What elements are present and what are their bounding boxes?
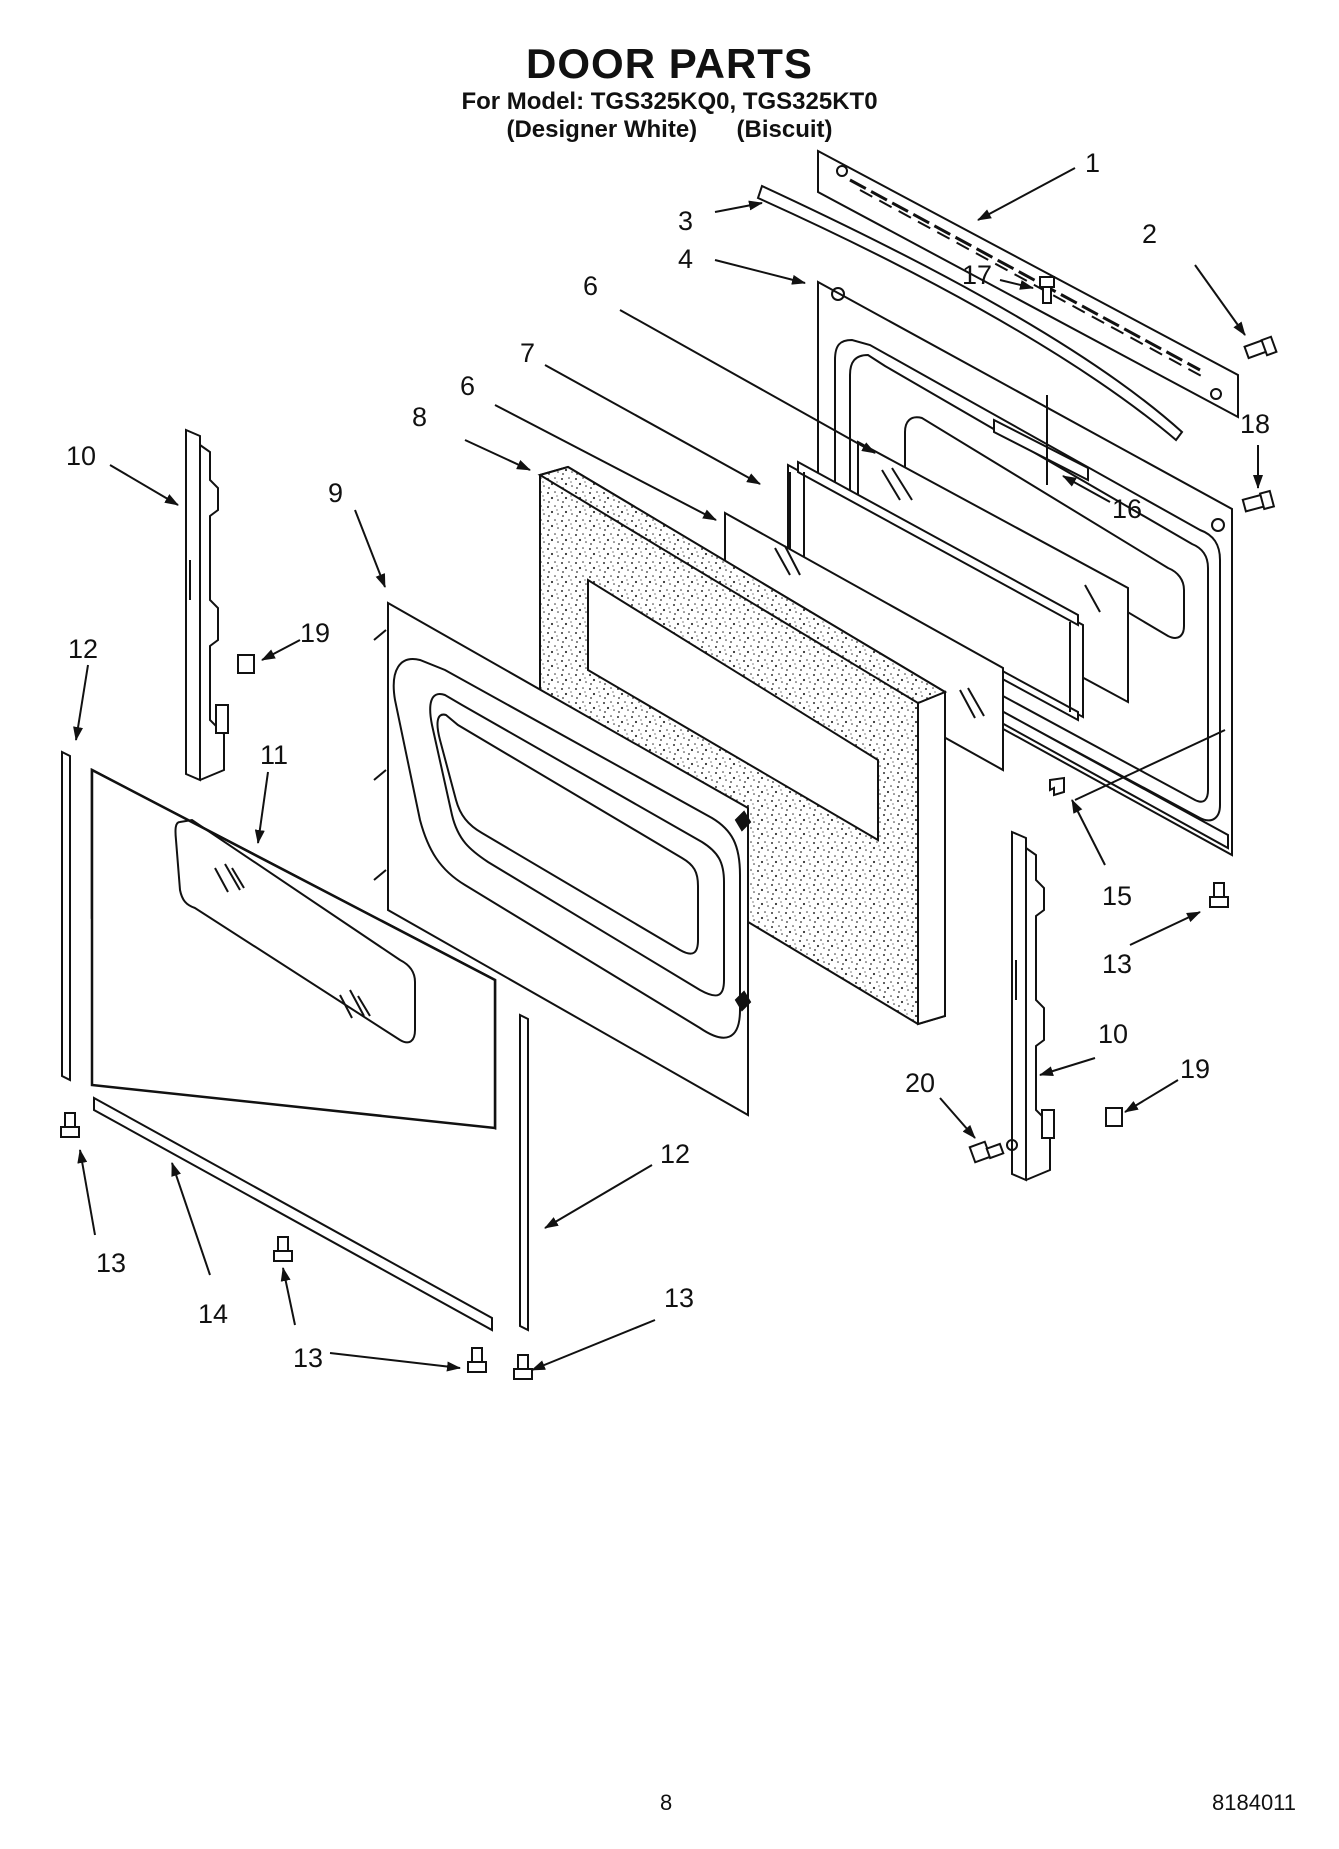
door-handle — [756, 184, 1184, 442]
callout-13-left: 13 — [96, 1248, 126, 1278]
screw-part-20 — [968, 1139, 1018, 1164]
hinge-channel-right — [1011, 830, 1055, 1182]
clip-right — [1105, 1107, 1123, 1127]
side-trim-left — [61, 750, 71, 1082]
callout-13-bottom-center: 13 — [293, 1343, 323, 1373]
callout-20: 20 — [905, 1068, 935, 1098]
callout-14: 14 — [198, 1299, 228, 1329]
callout-19-left: 19 — [300, 618, 330, 648]
callout-2: 2 — [1142, 219, 1157, 249]
callout-19-right: 19 — [1180, 1054, 1210, 1084]
bottom-trim — [93, 1096, 493, 1332]
screw-part-2 — [1243, 335, 1278, 360]
color-biscuit: (Biscuit) — [736, 116, 833, 143]
callout-6a: 6 — [583, 271, 598, 301]
screw-part-18 — [1241, 489, 1276, 513]
callout-13-bottom-right: 13 — [664, 1283, 694, 1313]
callout-13-right: 13 — [1102, 949, 1132, 979]
callout-6b: 6 — [460, 371, 475, 401]
callout-17: 17 — [962, 260, 992, 290]
page-number: 8 — [660, 1790, 673, 1815]
callout-12-left: 12 — [68, 634, 98, 664]
bracket-part-16 — [993, 395, 1089, 485]
callout-18: 18 — [1240, 409, 1270, 439]
clip-part-15 — [1049, 776, 1065, 797]
document-number: 8184011 — [1212, 1790, 1297, 1815]
callout-7: 7 — [520, 338, 535, 368]
leader-lines — [73, 167, 1263, 1372]
callout-4: 4 — [678, 244, 693, 274]
callout-9: 9 — [328, 478, 343, 508]
callout-16: 16 — [1112, 494, 1142, 524]
screw-part-13-left — [60, 1112, 80, 1138]
outer-door-glass — [90, 767, 497, 1131]
callout-10-left: 10 — [66, 441, 96, 471]
color-designer-white: (Designer White) — [506, 116, 698, 143]
callout-1: 1 — [1085, 148, 1100, 178]
inner-door-panel — [373, 601, 752, 1117]
screw-part-13-bottom-center — [273, 1236, 293, 1262]
screw-part-13-right — [1209, 882, 1229, 908]
clip-left — [237, 654, 255, 674]
hinge-channel-left — [185, 428, 229, 782]
model-colors: (Designer White) (Biscuit) — [0, 116, 1339, 144]
side-trim-right — [519, 1013, 529, 1332]
door-insulation — [537, 465, 948, 1026]
callout-11: 11 — [260, 740, 288, 770]
callout-numbers: 1 2 3 4 6 7 6 8 17 18 16 10 9 19 12 11 1… — [66, 148, 1270, 1373]
callout-15: 15 — [1102, 881, 1132, 911]
callout-8: 8 — [412, 402, 427, 432]
screw-part-17 — [1039, 276, 1055, 304]
screw-part-13-bottom-b — [513, 1354, 533, 1380]
model-line: For Model: TGS325KQ0, TGS325KT0 — [461, 88, 878, 115]
screw-part-13-bottom-a — [467, 1347, 487, 1373]
callout-12-right: 12 — [660, 1139, 690, 1169]
callout-10-right: 10 — [1098, 1019, 1128, 1049]
page-title: DOOR PARTS — [526, 40, 813, 87]
callout-3: 3 — [678, 206, 693, 236]
